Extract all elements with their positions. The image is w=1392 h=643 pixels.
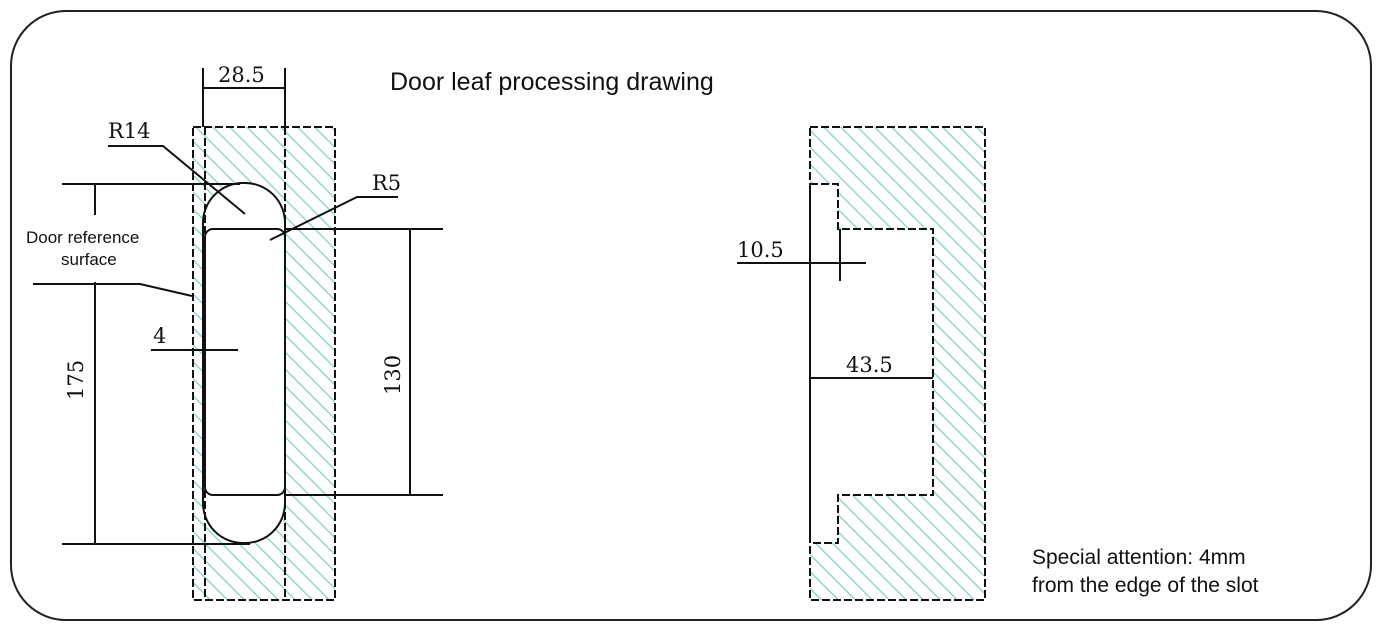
dim-total-height-label: 175 xyxy=(64,360,88,400)
radius-small-label: R5 xyxy=(372,171,401,195)
dim-inner-height-label: 130 xyxy=(381,355,405,395)
reference-label-line1: Door reference xyxy=(26,228,139,247)
dim-deep-label: 43.5 xyxy=(846,353,893,377)
dim-width-label: 28.5 xyxy=(218,63,265,87)
drawing-frame xyxy=(10,10,1372,621)
dim-shallow-label: 10.5 xyxy=(737,238,784,262)
slot-outline xyxy=(202,182,286,544)
drawing-title: Door leaf processing drawing xyxy=(390,68,714,96)
note-line2: from the edge of the slot xyxy=(1032,574,1259,597)
section-view: 10.5 43.5 xyxy=(737,126,986,601)
radius-large-label: R14 xyxy=(108,119,151,143)
front-view: 28.5 R14 R5 175 Door reference surface 4… xyxy=(26,63,443,601)
note-line1: Special attention: 4mm xyxy=(1032,546,1246,569)
dim-offset-label: 4 xyxy=(153,324,166,348)
reference-label-line2: surface xyxy=(61,250,117,269)
